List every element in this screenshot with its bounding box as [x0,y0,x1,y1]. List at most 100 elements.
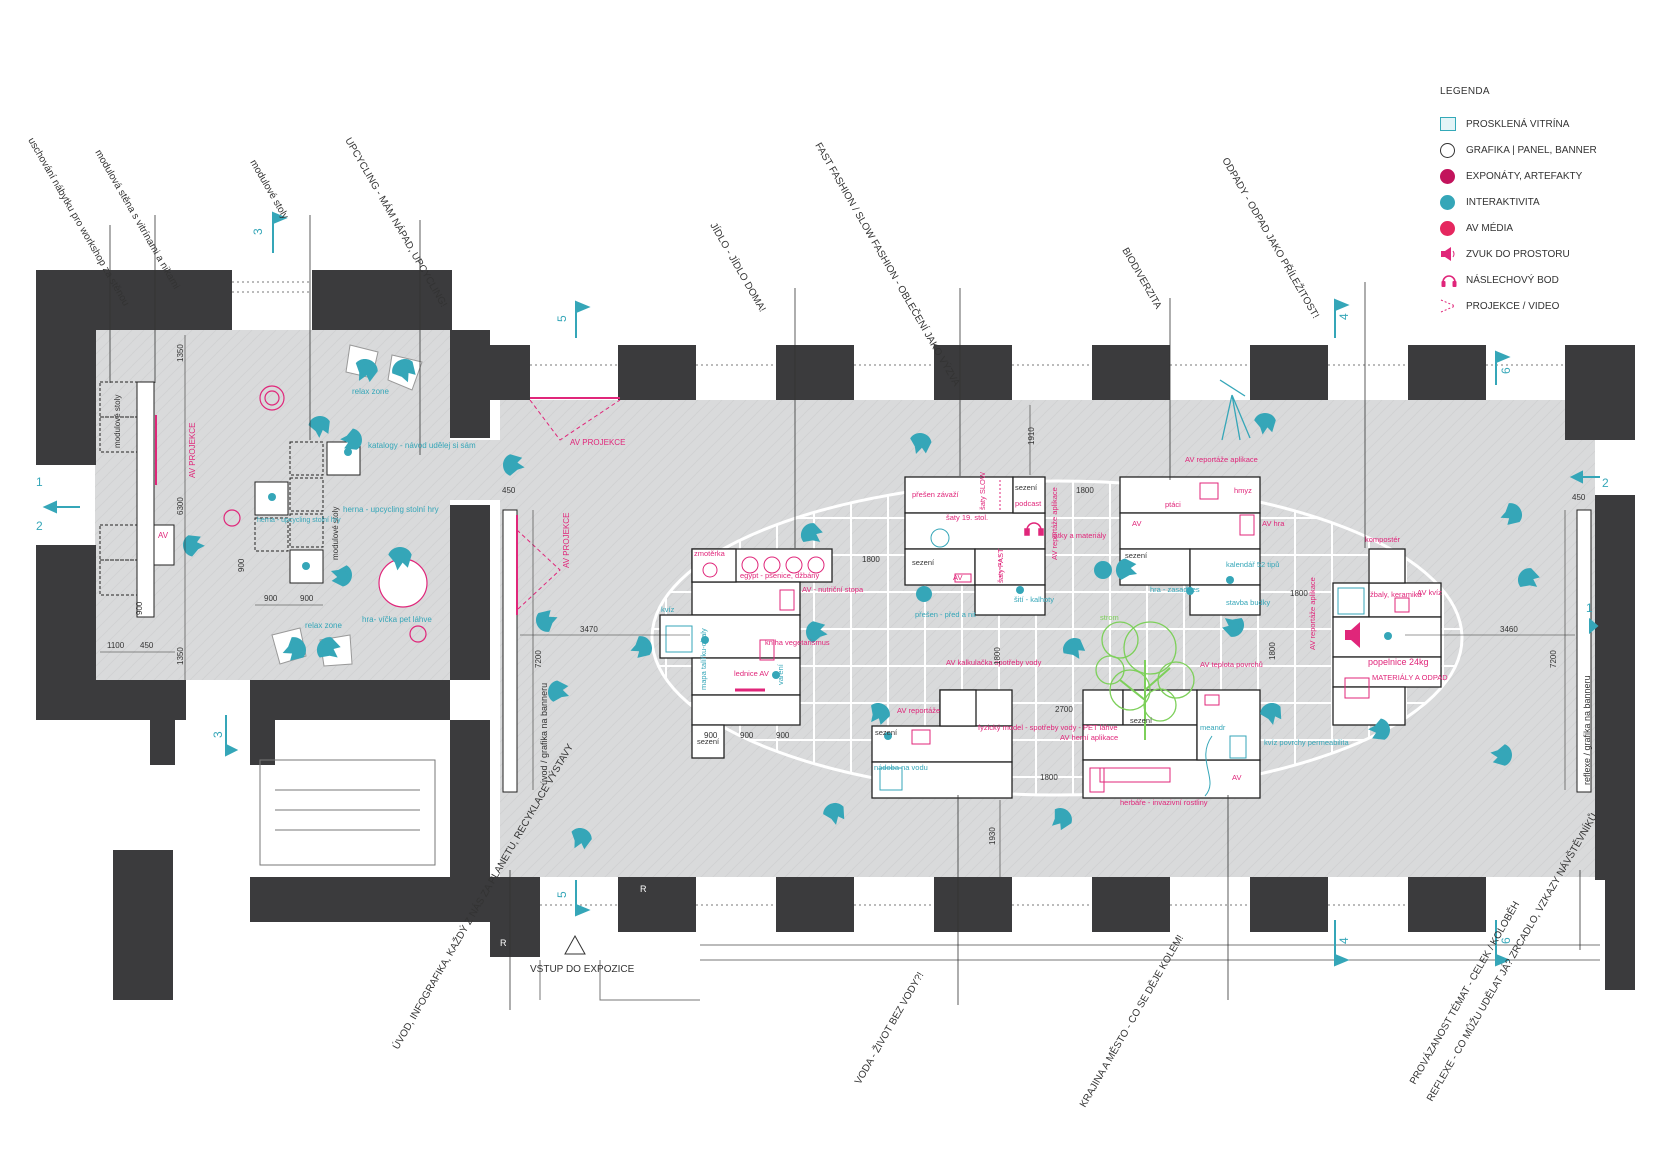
moda-av: AV [953,573,962,582]
voda-model: fyzický model - spotřeby vody - PET láhv… [978,723,1118,732]
section-mark-4-bottom: 4 [1337,937,1351,944]
dim-1800-bio: 1800 [1290,589,1308,598]
exhibit-modules [659,476,1442,799]
callout-voda: VODA - ŽIVOT BEZ VODY?! [851,969,926,1086]
legend-item-projekce: PROJEKCE / VIDEO [1440,293,1640,319]
dim-1800-voda: 1800 [1040,773,1058,782]
av-projekce-left: AV PROJEKCE [562,513,571,568]
headphones-icon [1024,522,1044,536]
herna-label: herna - upcycling stolní hry [343,505,439,514]
projection-left [516,529,561,611]
dim-900-side: 900 [237,558,246,572]
odpady-komposter: kompostér [1365,535,1401,544]
jidlo-sezeni: sezení [697,737,720,746]
moda-av-aplikace: AV reportáže aplikace [1050,487,1059,560]
voda-sezeni: sezení [875,728,898,737]
modulove-stoly-label: modulové stoly [113,395,122,448]
moda-podcast: podcast [1015,499,1042,508]
projection-icon [1440,299,1456,313]
dim-3470: 3470 [580,625,598,634]
grafika-swatch [1440,142,1455,158]
dim-900-j3: 900 [776,731,790,740]
r-mark-2: R [500,938,507,948]
dim-1800-top: 1800 [1076,486,1094,495]
central-oval [650,479,1464,797]
krajina-sezeni: sezení [1130,716,1153,725]
dim-900-a: 900 [264,594,278,603]
projection-top [529,399,621,441]
dimension-lines [100,335,1575,877]
av-media-swatch [1440,220,1455,236]
headphones-icon [1441,275,1457,287]
section-mark-5-top: 5 [555,315,569,322]
vitrina-swatch [1440,117,1456,131]
dim-1800-side: 1800 [1268,642,1277,660]
r-mark-1: R [640,884,647,894]
legend-item-av-media: AV MÉDIA [1440,215,1640,241]
dim-7200-left: 7200 [534,650,543,668]
section-mark-3-top: 3 [251,228,265,235]
uvod-banner [502,509,518,793]
reflexe-banner-label: reflexe / grafika na banneru [1582,675,1592,785]
dim-7200-right: 7200 [1549,650,1558,668]
dim-1350-top: 1350 [176,344,185,362]
left-av: AV [158,531,169,540]
jidlo-egypt: egypt - pšenice, džbány [740,571,819,580]
entrance-triangle-icon [564,934,586,955]
krajina-herbare: herbáře - invazivní rostliny [1120,798,1208,807]
jidlo-vareni: vaření [776,663,785,685]
dim-1930: 1930 [988,827,997,845]
bio-hra-les: hra - zasaď les [1150,585,1200,594]
legend-item-vitrina: PROSKLENÁ VITRÍNA [1440,111,1640,137]
bio-hmyz: hmyz [1234,486,1252,495]
legend-title: LEGENDA [1440,86,1490,97]
krajina-kviz: kvíz povrchy permeabilita [1264,738,1349,747]
jidlo-zmotorka: zmotěrka [694,549,726,558]
bio-av: AV [1132,519,1141,528]
moda-saty: šaty 19. stol. [946,513,988,522]
passage-floor [450,440,505,500]
herna-label-left: herna - upcycling stolní hry [257,517,341,524]
odpady-av-aplikace: AV reportáže aplikace [1308,577,1317,650]
uvod-banner-label: úvod / grafika na banneru [539,683,549,785]
dim-900-b: 900 [300,594,314,603]
krajina-meandr: meandr [1200,723,1226,732]
voda-nadoba: nádoba na vodu [874,763,928,772]
section-mark-4-top: 4 [1337,313,1351,320]
jidlo-kviz: kvíz [661,605,675,614]
moda-siti: šití - kalhoty [1014,595,1054,604]
speaker-icon [1441,247,1455,261]
callout-biodiverzita: BIODIVERZITA [1119,246,1163,311]
dim-2700: 2700 [1055,705,1073,714]
entrance-label: VSTUP DO EXPOZICE [530,964,635,975]
bio-kalendar: kalendář 52 tipů [1226,560,1279,569]
section-mark-1-left: 1 [36,475,43,489]
dim-1800-vert: 1800 [993,647,1002,665]
dim-3460: 3460 [1500,625,1518,634]
krajina-strom: strom [1100,613,1119,622]
section-markers [42,211,1600,967]
legend-item-grafika: GRAFIKA | PANEL, BANNER [1440,137,1640,163]
callout-modulove-stoly: modulové stoly [247,158,290,221]
dim-450-hall-left: 450 [502,486,516,495]
dim-450-hall-right: 450 [1572,493,1586,502]
moda-saty-slow: šaty SLOW [978,471,987,510]
odpady-av-kviz: AV kvíz [1417,588,1442,597]
modular-wall [99,381,175,618]
section-mark-3-left: 3 [211,731,225,738]
callout-krajina: KRAJINA A MĚSTO - CO SE DĚJE KOLEM! [1076,932,1186,1109]
section-mark-2-left: 2 [36,519,43,533]
bio-av-hra: AV hra [1262,519,1285,528]
legend-item-naslechovy: NÁSLECHOVÝ BOD [1440,267,1640,293]
window-openings [232,281,1565,906]
moda-presen: přešen závaží [912,490,960,499]
section-mark-6-top: 6 [1499,367,1513,374]
odpady-popelnice: popelnice 24kg [1368,657,1429,667]
hra-vicka-label: hra- víčka pet láhve [362,615,432,624]
krajina-av-teplota: AV teplota povrchů [1200,660,1263,669]
dim-6300: 6300 [176,497,185,515]
dim-1100: 1100 [107,641,125,650]
av-projekce-top: AV PROJEKCE [570,438,625,447]
dim-1910: 1910 [1027,427,1036,445]
